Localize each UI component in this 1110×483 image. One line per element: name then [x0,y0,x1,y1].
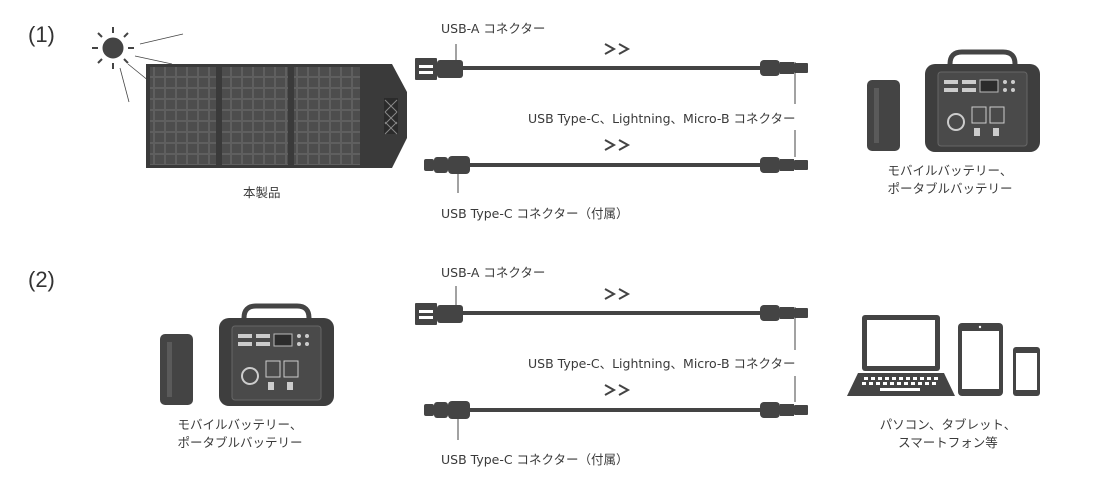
section1-marker: (1) [28,22,55,47]
arrow-icon [604,139,631,151]
sun-icon [92,27,184,103]
battery-source-label-line2: ポータブルバッテリー [177,435,303,450]
battery-device-label: モバイルバッテリー、 ポータブルバッテリー [870,162,1030,198]
cable-usb-c-icon [424,376,808,440]
battery-device-label-line1: モバイルバッテリー、 [887,163,1013,178]
portable-power-station-icon [925,49,1040,152]
mobile-battery-icon [160,334,193,405]
usb-c-connector-label: USB Type-C コネクター（付属） [441,452,629,467]
section2-marker: (2) [28,267,55,292]
smartphone-icon [1013,347,1040,396]
arrow-icon [604,288,631,300]
laptop-icon [847,315,955,396]
portable-power-station-icon [219,303,334,406]
pc-device-label: パソコン、タブレット、 スマートフォン等 [863,416,1033,452]
solar-panel-illustration [146,64,407,168]
pc-device-label-line2: スマートフォン等 [898,435,998,450]
product-label: 本製品 [243,185,281,200]
pc-device-label-line1: パソコン、タブレット、 [879,417,1017,432]
cable-usb-a-icon [415,44,808,104]
arrow-icon [604,384,631,396]
battery-device-label-line2: ポータブルバッテリー [887,181,1013,196]
usb-a-connector-label: USB-A コネクター [441,21,546,36]
multi-connector-label: USB Type-C、Lightning、Micro-B コネクター [528,356,796,371]
battery-source-label: モバイルバッテリー、 ポータブルバッテリー [160,416,320,452]
cable-usb-a-icon [415,286,808,350]
usb-a-connector-label: USB-A コネクター [441,265,546,280]
mobile-battery-icon [867,80,900,151]
tablet-icon [958,323,1003,396]
battery-source-label-line1: モバイルバッテリー、 [177,417,303,432]
multi-connector-label: USB Type-C、Lightning、Micro-B コネクター [528,111,796,126]
arrow-icon [604,43,631,55]
cable-usb-c-icon [424,130,808,193]
usb-c-connector-label: USB Type-C コネクター（付属） [441,206,629,221]
